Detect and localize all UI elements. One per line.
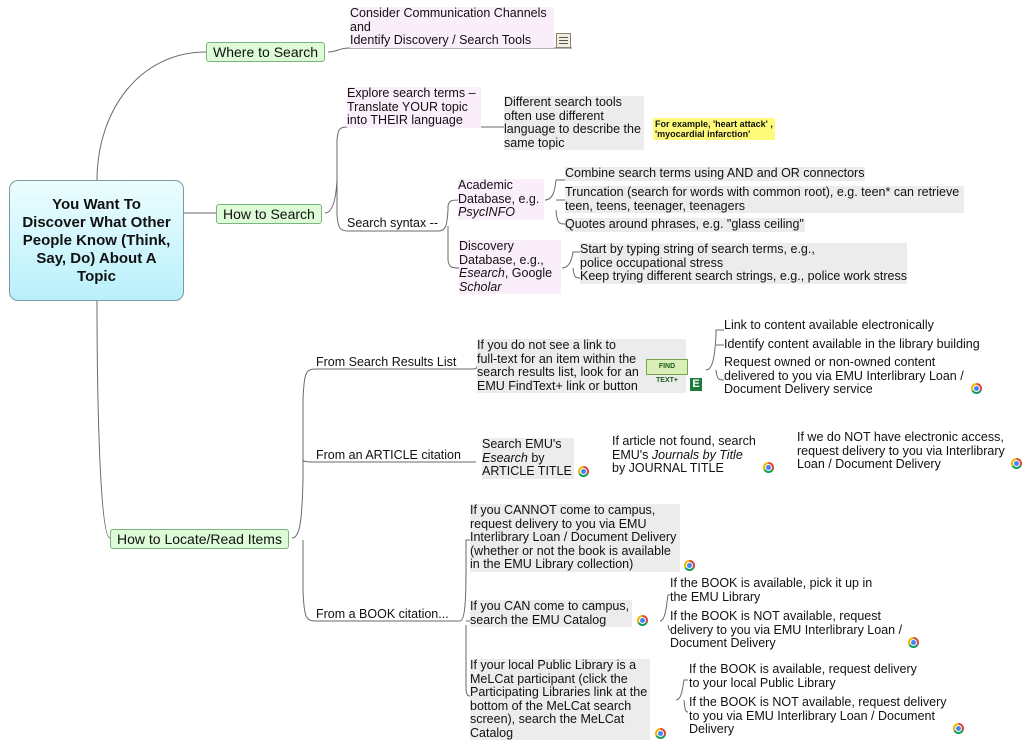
node-combine-terms[interactable]: Combine search terms using AND and OR co…	[565, 166, 865, 181]
chrome-link-icon[interactable]	[908, 637, 919, 648]
node-search-esearch-article[interactable]: Search EMU's Esearch by ARTICLE TITLE	[482, 437, 574, 479]
academic-line3: PsycINFO	[458, 205, 515, 219]
chrome-link-icon[interactable]	[578, 466, 589, 477]
node-quotes[interactable]: Quotes around phrases, e.g. "glass ceili…	[565, 217, 805, 232]
chrome-link-icon[interactable]	[684, 560, 695, 571]
findtext-button-icon[interactable]: FIND TEXT+	[646, 359, 688, 384]
node-from-article-citation[interactable]: From an ARTICLE citation	[316, 448, 461, 463]
typing-text: Start by typing string of search terms, …	[580, 242, 908, 283]
node-truncation[interactable]: Truncation (search for words with common…	[565, 185, 964, 213]
discovery-line1: Discovery	[459, 239, 514, 253]
node-no-electronic-access[interactable]: If we do NOT have electronic access, req…	[797, 430, 1005, 472]
esearch-line2a: Esearch	[482, 450, 528, 465]
explore-text: Explore search terms – Translate YOUR to…	[347, 86, 476, 127]
combine-text: Combine search terms using AND and OR co…	[565, 166, 865, 180]
findtext-button-text: FIND TEXT+	[656, 363, 678, 384]
public-available-text: If the BOOK is available, request delive…	[689, 662, 917, 690]
central-topic-title: You Want To Discover What Other People K…	[22, 195, 171, 285]
notfound-line2a: EMU's	[612, 447, 652, 462]
esearch-line1: Search EMU's	[482, 437, 562, 451]
node-example-terms[interactable]: For example, 'heart attack' , 'myocardia…	[653, 118, 775, 140]
chrome-link-icon[interactable]	[971, 383, 982, 394]
node-academic-database[interactable]: Academic Database, e.g. PsycINFO	[458, 178, 544, 220]
branch-how-label: How to Search	[223, 206, 315, 222]
node-link-electronic[interactable]: Link to content available electronically	[724, 318, 934, 333]
note-communication-channels[interactable]: Consider Communication Channels and Iden…	[350, 6, 554, 48]
chrome-link-icon[interactable]	[637, 615, 648, 626]
discovery-line4: Scholar	[459, 279, 502, 294]
node-identify-building[interactable]: Identify content available in the librar…	[724, 337, 980, 352]
can-text: If you CAN come to campus, search the EM…	[470, 599, 630, 627]
esearch-line3: ARTICLE TITLE	[482, 464, 572, 478]
node-different-tools[interactable]: Different search tools often use differe…	[504, 95, 644, 150]
discovery-line3b: , Google	[504, 266, 553, 280]
from-book-text: From a BOOK citation...	[316, 607, 449, 621]
chrome-link-icon[interactable]	[953, 723, 964, 734]
notavailable-text: If the BOOK is NOT available, request de…	[670, 609, 903, 650]
different-tools-text: Different search tools often use differe…	[504, 95, 641, 150]
node-article-not-found[interactable]: If article not found, search EMU's Journ…	[612, 434, 756, 476]
branch-where-to-search[interactable]: Where to Search	[206, 42, 326, 62]
node-public-available[interactable]: If the BOOK is available, request delive…	[689, 662, 917, 690]
truncation-text: Truncation (search for words with common…	[565, 185, 960, 213]
request-owned-text: Request owned or non-owned content deliv…	[724, 355, 964, 396]
node-cannot-come-campus[interactable]: If you CANNOT come to campus, request de…	[470, 503, 680, 572]
available-text: If the BOOK is available, pick it up in …	[670, 576, 873, 604]
building-text: Identify content available in the librar…	[724, 337, 980, 351]
discovery-line3a: Esearch	[459, 266, 505, 280]
note-communication-text: Consider Communication Channels and Iden…	[350, 6, 547, 47]
public-notavailable-text: If the BOOK is NOT available, request de…	[689, 695, 947, 736]
emu-e-icon: E	[690, 378, 702, 391]
quotes-text: Quotes around phrases, e.g. "glass ceili…	[565, 217, 804, 231]
from-results-text: From Search Results List	[316, 355, 457, 369]
emu-e-letter: E	[692, 378, 700, 390]
academic-line1: Academic	[458, 178, 513, 192]
cannot-text: If you CANNOT come to campus, request de…	[470, 503, 677, 571]
node-discovery-database[interactable]: Discovery Database, e.g., Esearch, Googl…	[459, 239, 561, 294]
esearch-line2b: by	[527, 450, 545, 465]
central-topic[interactable]: You Want To Discover What Other People K…	[9, 180, 184, 301]
node-from-book-citation[interactable]: From a BOOK citation...	[316, 607, 449, 622]
branch-locate-read[interactable]: How to Locate/Read Items	[110, 529, 289, 549]
discovery-line2: Database, e.g.,	[459, 252, 544, 267]
chrome-link-icon[interactable]	[1011, 458, 1022, 469]
academic-line2: Database, e.g.	[458, 191, 540, 206]
no-access-text: If we do NOT have electronic access, req…	[797, 430, 1005, 471]
branch-locate-label: How to Locate/Read Items	[117, 531, 282, 547]
example-text: For example, 'heart attack' , 'myocardia…	[655, 119, 773, 139]
node-book-not-available[interactable]: If the BOOK is NOT available, request de…	[670, 609, 903, 651]
search-syntax-text: Search syntax --	[347, 216, 439, 230]
from-article-text: From an ARTICLE citation	[316, 448, 461, 462]
electronic-text: Link to content available electronically	[724, 318, 934, 332]
node-typing-search-string[interactable]: Start by typing string of search terms, …	[580, 242, 908, 284]
melcat-text: If your local Public Library is a MeLCat…	[470, 658, 648, 740]
chrome-link-icon[interactable]	[763, 462, 774, 473]
node-can-come-campus[interactable]: If you CAN come to campus, search the EM…	[470, 599, 632, 627]
notfound-line1: If article not found, search	[612, 434, 756, 448]
branch-how-to-search[interactable]: How to Search	[216, 204, 322, 224]
node-melcat-participant[interactable]: If your local Public Library is a MeLCat…	[470, 658, 650, 740]
node-book-available-pickup[interactable]: If the BOOK is available, pick it up in …	[670, 576, 873, 604]
node-from-search-results[interactable]: From Search Results List	[316, 355, 457, 370]
node-public-not-available[interactable]: If the BOOK is NOT available, request de…	[689, 695, 947, 737]
node-search-syntax[interactable]: Search syntax --	[347, 216, 439, 231]
findtext-advice-text: If you do not see a link to full-text fo…	[477, 338, 639, 393]
notfound-line2b: Journals by Title	[651, 447, 743, 462]
branch-where-label: Where to Search	[213, 44, 319, 60]
chrome-link-icon[interactable]	[655, 728, 666, 739]
node-explore-search-terms[interactable]: Explore search terms – Translate YOUR to…	[347, 86, 481, 128]
note-icon[interactable]	[556, 33, 571, 48]
node-request-owned[interactable]: Request owned or non-owned content deliv…	[724, 355, 964, 397]
notfound-line3: by JOURNAL TITLE	[612, 461, 724, 475]
